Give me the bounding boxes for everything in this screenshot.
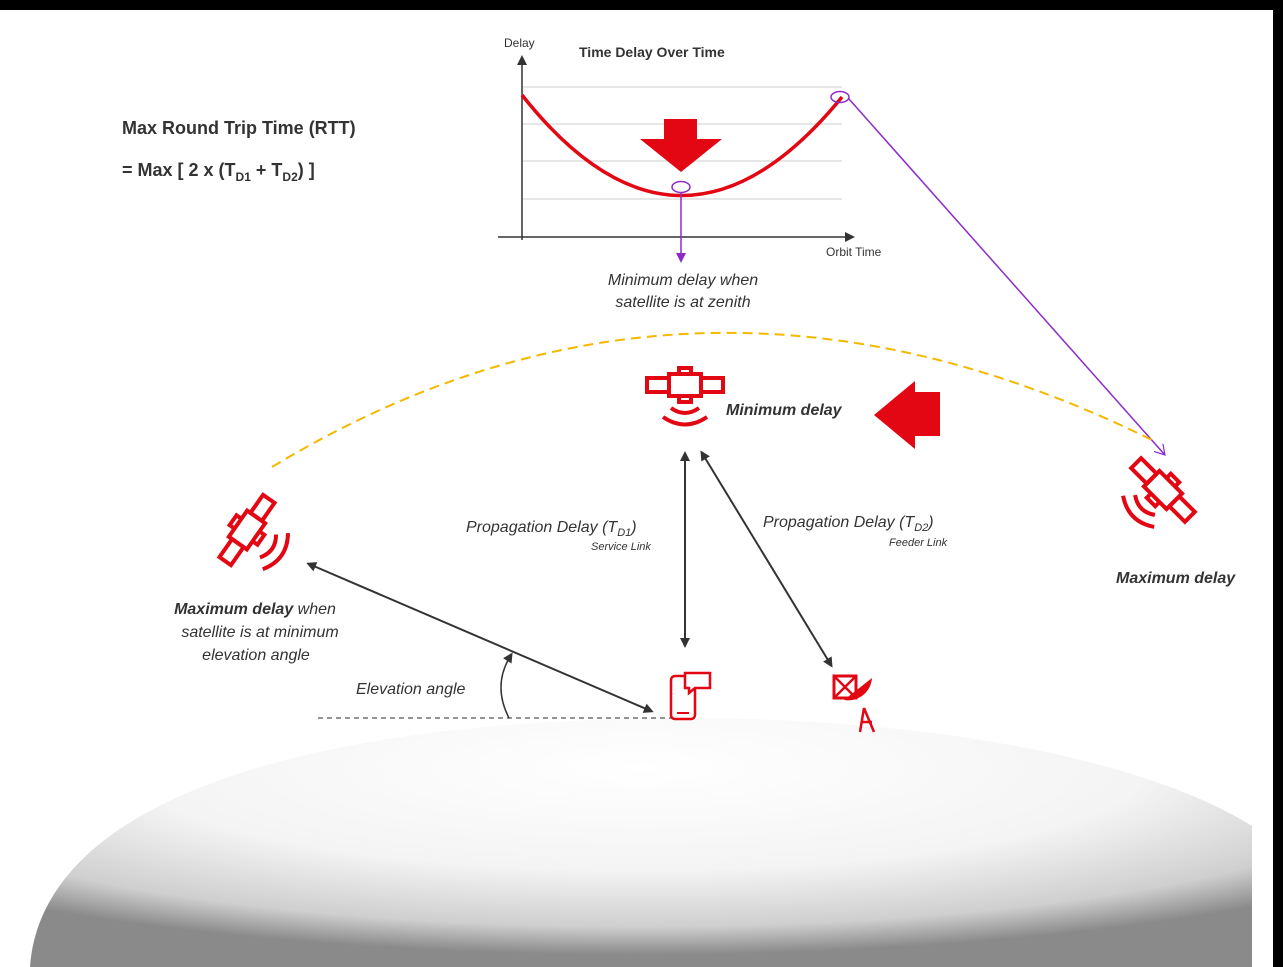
down-arrow-icon (640, 119, 722, 172)
max-delay-left-caption-3: elevation angle (202, 647, 310, 664)
right-frame (1273, 0, 1283, 967)
service-link-label: Service Link (591, 541, 651, 553)
min-zenith-caption-2: satellite is at zenith (615, 294, 750, 311)
formula-expression: = Max [ 2 x (TD1 + TD2) ] (122, 160, 315, 184)
earth-surface (30, 717, 1252, 967)
phone-icon (669, 671, 712, 721)
max-delay-left-caption-2: satellite is at minimum (181, 624, 338, 641)
minimum-delay-label: Minimum delay (726, 402, 843, 419)
feeder-link-label: Feeder Link (889, 537, 948, 549)
max-pointer-line (848, 98, 1165, 455)
ground-station-icon (832, 674, 876, 733)
td1-label: Propagation Delay (TD1) (466, 519, 637, 539)
x-axis-label: Orbit Time (826, 245, 882, 259)
slant-path-arrow (306, 562, 654, 713)
formula-title: Max Round Trip Time (RTT) (122, 118, 356, 138)
max-point-marker (830, 90, 850, 104)
feeder-link-arrow (700, 450, 833, 668)
left-arrow-icon (874, 381, 940, 449)
elevation-angle-label: Elevation angle (356, 681, 466, 698)
top-frame (0, 0, 1283, 10)
maximum-delay-right-label: Maximum delay (1116, 570, 1236, 587)
td2-label: Propagation Delay (TD2) (763, 514, 934, 534)
min-zenith-caption-1: Minimum delay when (608, 272, 758, 289)
min-point-marker (671, 180, 691, 194)
chart-title: Time Delay Over Time (579, 44, 725, 60)
orbit-path (271, 331, 1153, 468)
elevation-arc (500, 652, 513, 719)
y-axis-label: Delay (504, 36, 535, 50)
max-delay-left-caption-1: Maximum delay when (174, 601, 336, 618)
